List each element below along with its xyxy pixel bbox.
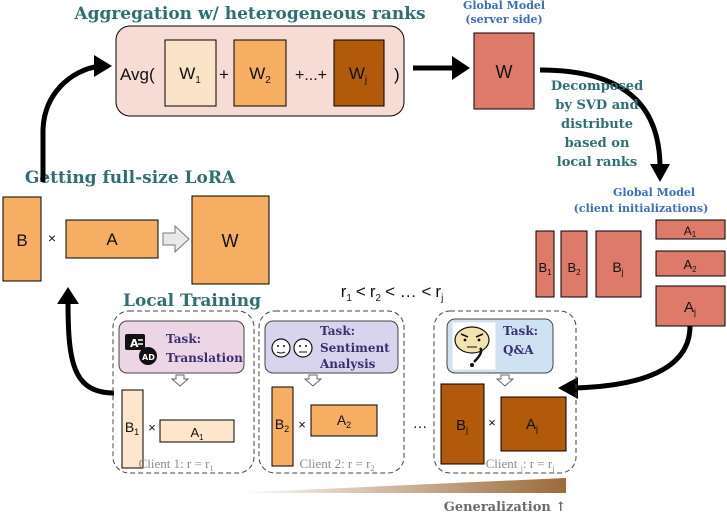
- full-arrow-hollow: [162, 224, 190, 254]
- client-j-panel: Task: Q&A Bj × Aj Client j: r = rj: [433, 310, 577, 474]
- full-times: ×: [48, 230, 56, 246]
- full-w-block: [191, 195, 270, 285]
- svg-text:AD: AD: [142, 353, 155, 362]
- client-1-a-label: A1: [190, 425, 204, 442]
- client-2-label: Client 2: r = r2: [300, 456, 375, 473]
- init-b1-block: [535, 230, 555, 298]
- init-a2-label: A2: [683, 257, 697, 274]
- arrow-to-aggregation-head: [94, 55, 112, 77]
- init-b2-label: B2: [567, 260, 581, 277]
- plus-1: +: [219, 65, 229, 84]
- client-2-b-block: [271, 386, 294, 467]
- client-2-task-label: Task:: [320, 324, 355, 338]
- client-1-task-label: Task:: [166, 332, 201, 346]
- init-a1-label: A1: [684, 224, 697, 239]
- init-b2-block: [560, 230, 588, 298]
- client-j-task-label: Task:: [503, 324, 538, 338]
- init-bj-label: Bj: [612, 259, 623, 277]
- client-2-task-name-2: Analysis: [319, 357, 376, 371]
- w2-label: W2: [249, 64, 271, 86]
- svg-text:by SVD and: by SVD and: [555, 98, 638, 113]
- arrow-to-full-size-head: [57, 287, 79, 304]
- client-1-times: ×: [148, 420, 156, 435]
- init-a1-block: [655, 219, 726, 240]
- generalization-gradient: [232, 478, 566, 493]
- client-j-a-label: Aj: [526, 416, 538, 434]
- full-b-block: [2, 196, 42, 282]
- translation-icon: A AD: [125, 334, 157, 365]
- w1-block: [164, 39, 217, 107]
- arrow-to-client-j: [574, 325, 693, 391]
- client-j-a-block: [500, 396, 567, 452]
- server-w-block: [473, 32, 535, 110]
- client-1-b-label: B1: [125, 419, 139, 437]
- client-1-down-arrow: [170, 374, 190, 387]
- client-2-task-name: Sentiment: [320, 341, 390, 355]
- global-server-title: Global Model: [463, 0, 545, 12]
- init-aj-label: Aj: [684, 299, 696, 317]
- client-1-label: Client 1: r = r1: [139, 456, 214, 473]
- svg-text:based on: based on: [565, 136, 630, 151]
- svd-description: Decomposed by SVD and distribute based o…: [551, 79, 643, 170]
- client-2-panel: Task: Sentiment Analysis B2 × A2 Client …: [258, 310, 405, 474]
- global-server-subtitle: (server side): [465, 13, 542, 26]
- init-bj-block: [595, 230, 642, 298]
- client-1-task-name: Translation: [166, 351, 243, 365]
- local-training-title: Local Training: [123, 291, 261, 311]
- svg-text:distribute: distribute: [561, 117, 633, 132]
- init-aj-block: [655, 285, 726, 327]
- full-size-title: Getting full-size LoRA: [25, 168, 236, 188]
- full-w-label: W: [222, 231, 239, 251]
- arrow-to-server-head: [452, 56, 470, 80]
- client-j-down-arrow: [495, 374, 515, 387]
- server-w-label: W: [496, 62, 513, 82]
- arrow-svd-head: [650, 164, 670, 182]
- client-j-times: ×: [488, 415, 496, 430]
- client-j-task-name: Q&A: [503, 343, 534, 357]
- client-2-times: ×: [298, 417, 306, 432]
- full-b-label: B: [16, 231, 27, 250]
- svg-text:A: A: [130, 337, 139, 350]
- aggregation-title: Aggregation w/ heterogeneous ranks: [73, 4, 425, 24]
- client-2-down-arrow: [303, 374, 323, 387]
- client-2-task-box: [264, 320, 399, 374]
- client-j-b-block: [440, 383, 485, 465]
- avg-label: Avg(: [120, 65, 155, 84]
- global-client-title: Global Model: [613, 186, 695, 199]
- full-a-label: A: [106, 230, 118, 249]
- client-2-a-label: A2: [337, 412, 351, 430]
- arrow-to-full-size: [65, 299, 115, 396]
- arrow-to-client-j-head: [558, 377, 578, 399]
- w1-label: W1: [179, 64, 201, 86]
- client-1-a-block: [159, 419, 235, 443]
- plus-ellipsis: +...+: [295, 67, 327, 84]
- wj-label: Wj: [349, 64, 367, 86]
- wj-block: [333, 39, 385, 107]
- arrow-svd: [539, 67, 663, 169]
- rank-order: r1<r2< … <rj: [341, 282, 444, 304]
- arrow-to-aggregation: [40, 63, 101, 182]
- faces-icon: [271, 338, 313, 358]
- client-j-label: Client j: r = rj: [486, 456, 555, 473]
- client-2-b-label: B2: [275, 416, 289, 434]
- client-j-b-label: Bj: [456, 417, 468, 435]
- avg-close: ): [394, 65, 400, 84]
- global-client-subtitle: (client initializations): [574, 202, 709, 215]
- client-2-a-block: [310, 404, 378, 437]
- w2-block: [233, 39, 287, 107]
- full-a-block: [65, 219, 159, 259]
- init-a2-block: [655, 250, 726, 277]
- thinking-face-icon: [451, 321, 497, 371]
- client-1-panel: A AD Task: Translation B1 × A1 Client 1:…: [112, 310, 255, 474]
- clients-ellipsis: …: [413, 415, 428, 432]
- client-1-b-block: [121, 389, 144, 469]
- init-b1-label: B1: [538, 260, 552, 277]
- svg-text:Decomposed: Decomposed: [551, 79, 643, 94]
- svg-text:local ranks: local ranks: [557, 155, 637, 170]
- generalization-label: Generalization ↑: [444, 500, 567, 515]
